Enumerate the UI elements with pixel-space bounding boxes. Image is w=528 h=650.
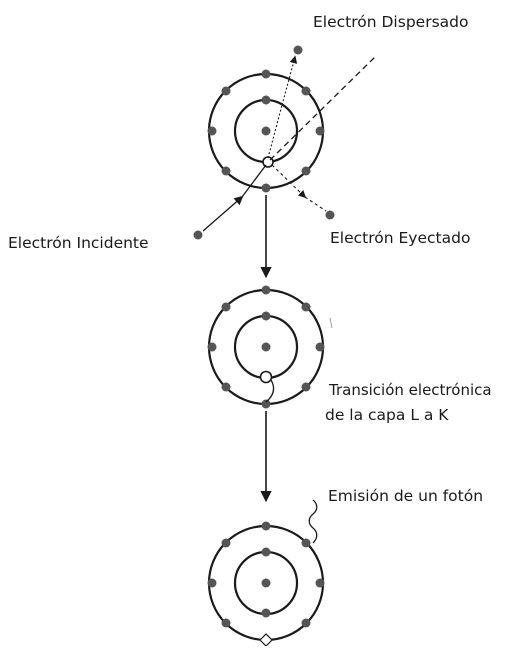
label-ejected-electron: Electrón Eyectado [330, 229, 471, 247]
transition-curve [265, 379, 275, 403]
k-electron [261, 311, 271, 321]
l-electron [261, 285, 271, 295]
incident-path [241, 164, 267, 198]
l-electron [301, 382, 311, 392]
l-vacancy [259, 633, 273, 647]
l-electron [261, 399, 271, 409]
nucleus [261, 126, 271, 136]
label-scattered-electron: Electrón Dispersado [313, 13, 469, 31]
l-electron [261, 183, 271, 193]
ejected-path-end [304, 196, 327, 212]
incident-electron [193, 230, 203, 240]
l-electron [301, 618, 311, 628]
nucleus [261, 578, 271, 588]
l-electron [207, 126, 217, 136]
l-electron [221, 538, 231, 548]
atom-stage-3 [207, 521, 325, 647]
scattered-arrow [281, 55, 298, 106]
continuation-dashed-line [269, 55, 377, 161]
stray-mark [329, 317, 333, 329]
atom-stage-1 [193, 45, 377, 240]
k-electron [261, 95, 271, 105]
k-electron [261, 547, 271, 557]
l-electron [207, 342, 217, 352]
incident-arrow [202, 195, 244, 232]
l-electron [301, 86, 311, 96]
l-electron [221, 166, 231, 176]
atom-stage-2 [207, 285, 333, 409]
k-electron [261, 608, 271, 618]
label-incident-electron: Electrón Incidente [8, 234, 149, 252]
l-electron [261, 69, 271, 79]
k-vacancy [259, 370, 273, 384]
l-electron [207, 578, 217, 588]
nucleus [261, 342, 271, 352]
scattered-electron [293, 45, 303, 55]
l-electron [315, 342, 325, 352]
l-electron [315, 578, 325, 588]
l-electron [261, 521, 271, 531]
label-photon-emission: Emisión de un fotón [328, 487, 484, 505]
l-electron [315, 126, 325, 136]
l-electron [301, 166, 311, 176]
ejected-electron [325, 210, 335, 220]
l-electron [221, 382, 231, 392]
label-transition-line1: Transición electrónica [329, 381, 492, 399]
label-transition-line2: de la capa L a K [325, 406, 449, 424]
l-electron [221, 86, 231, 96]
l-electron [301, 302, 311, 312]
scattered-path [267, 104, 283, 159]
l-electron [221, 618, 231, 628]
photon-squiggle [308, 499, 318, 544]
ejected-path [271, 164, 307, 199]
l-electron [221, 302, 231, 312]
l-electron [301, 538, 311, 548]
